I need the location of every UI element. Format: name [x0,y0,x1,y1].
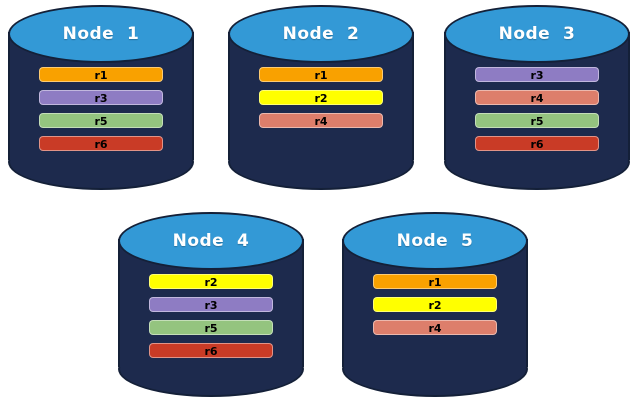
node-4-replica-list: r2 r3 r5 r6 [149,274,273,358]
replica-bar-r4: r4 [475,90,599,105]
node-title: Node 5 [396,231,474,251]
replica-bar-r3: r3 [475,67,599,82]
node-5-replica-list: r1 r2 r4 [373,274,497,335]
node-2-replica-list: r1 r2 r4 [259,67,383,128]
node-title: Node 3 [498,24,576,44]
replica-bar-r2: r2 [149,274,273,289]
node-1-cylinder: Node 1 r1 r3 r5 r6 [8,5,194,190]
node-3-cylinder: Node 3 r3 r4 r5 r6 [444,5,630,190]
replica-bar-r4: r4 [373,320,497,335]
cylinder-top-ellipse: Node 2 [228,5,414,63]
node-4-cylinder: Node 4 r2 r3 r5 r6 [118,212,304,397]
replica-bar-r3: r3 [39,90,163,105]
replica-bar-r2: r2 [373,297,497,312]
replica-bar-r1: r1 [39,67,163,82]
cylinder-top-ellipse: Node 4 [118,212,304,270]
cylinder-top-ellipse: Node 1 [8,5,194,63]
replica-bar-r4: r4 [259,113,383,128]
replica-bar-r1: r1 [259,67,383,82]
replica-bar-r1: r1 [373,274,497,289]
node-title: Node 1 [62,24,140,44]
node-2-cylinder: Node 2 r1 r2 r4 [228,5,414,190]
replica-bar-r5: r5 [475,113,599,128]
replica-bar-r5: r5 [39,113,163,128]
node-1-replica-list: r1 r3 r5 r6 [39,67,163,151]
replica-bar-r3: r3 [149,297,273,312]
cylinder-top-ellipse: Node 5 [342,212,528,270]
node-title: Node 2 [282,24,360,44]
cylinder-top-ellipse: Node 3 [444,5,630,63]
replica-bar-r6: r6 [475,136,599,151]
node-title: Node 4 [172,231,250,251]
node-5-cylinder: Node 5 r1 r2 r4 [342,212,528,397]
replica-bar-r2: r2 [259,90,383,105]
replica-bar-r5: r5 [149,320,273,335]
replica-bar-r6: r6 [149,343,273,358]
replica-bar-r6: r6 [39,136,163,151]
node-3-replica-list: r3 r4 r5 r6 [475,67,599,151]
